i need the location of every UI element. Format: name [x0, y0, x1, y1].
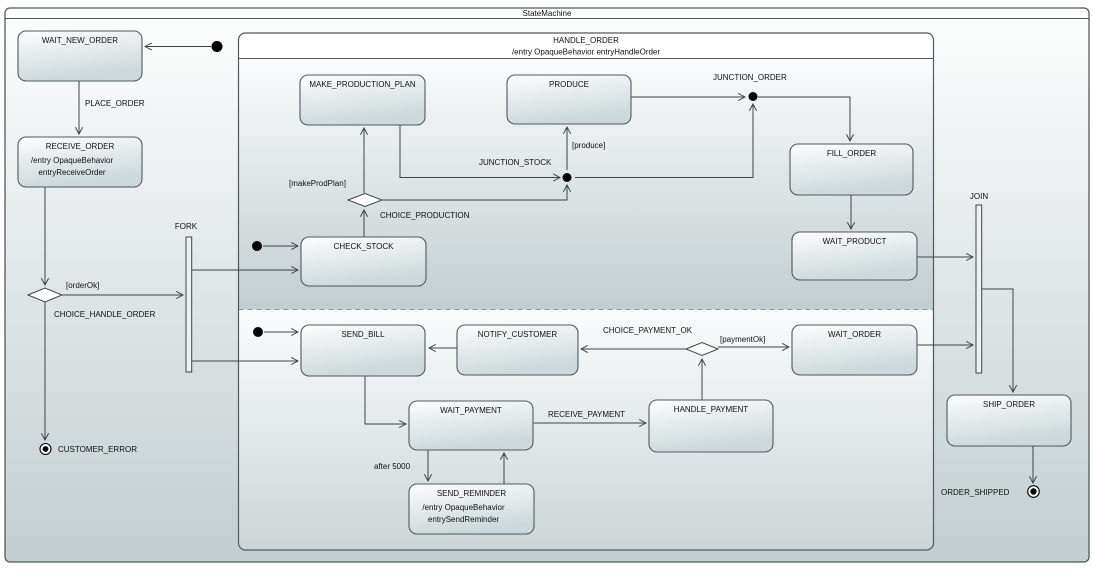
state-receive-order-entry-line: entryReceiveOrder	[38, 168, 105, 177]
state-make-production-plan[interactable]: MAKE_PRODUCTION_PLAN	[299, 74, 426, 126]
order-shipped-final-dot	[1030, 488, 1037, 495]
choice-handle-order-label: CHOICE_HANDLE_ORDER	[54, 310, 156, 319]
state-handle-payment[interactable]: HANDLE_PAYMENT	[648, 399, 774, 453]
nodes-layer: WAIT_NEW_ORDER RECEIVE_ORDER/entry Opaque…	[17, 30, 1072, 535]
state-fill-order-body[interactable]	[789, 143, 914, 196]
customer-error-final-dot	[42, 446, 49, 452]
choice-production-choice-icon[interactable]	[346, 192, 384, 208]
fork-bar-label: FORK	[175, 222, 198, 231]
composite-title: HANDLE_ORDER	[553, 36, 619, 45]
composite-border	[237, 32, 935, 551]
state-send-reminder-title: SEND_REMINDER	[437, 489, 507, 498]
state-wait-payment-body[interactable]	[408, 400, 534, 451]
t-plan-to-junction-stock	[399, 125, 560, 178]
labels-layer: PLACE_ORDER [orderOk] [makeProdPlan] [produ…	[54, 73, 1010, 497]
state-wait-order-body[interactable]	[791, 324, 918, 376]
state-handle-payment-body[interactable]	[648, 399, 774, 453]
transitions-layer	[45, 47, 1033, 484]
state-send-reminder-body[interactable]	[408, 483, 535, 535]
state-check-stock[interactable]: CHECK_STOCK	[300, 236, 427, 287]
state-receive-order-title: RECEIVE_ORDER	[46, 142, 115, 151]
state-send-reminder-entry-line: /entry OpaqueBehavior	[422, 503, 505, 512]
fork-bar[interactable]	[185, 236, 193, 373]
t-send-bill-to-wait-payment	[364, 376, 406, 424]
state-send-bill-title: SEND_BILL	[341, 330, 385, 339]
state-send-bill[interactable]: SEND_BILL	[300, 324, 426, 377]
state-check-stock-body[interactable]	[300, 236, 427, 287]
state-check-stock-title: CHECK_STOCK	[334, 242, 395, 251]
junction-stock-junction-icon[interactable]	[562, 173, 572, 182]
choice-payment-ok-choice-icon[interactable]	[684, 341, 720, 357]
state-notify-customer[interactable]: NOTIFY_CUSTOMER	[456, 324, 579, 376]
state-produce-title: PRODUCE	[549, 80, 589, 89]
t-payment-ok-label: [paymentOk]	[720, 335, 765, 344]
state-make-production-plan-body[interactable]	[299, 74, 426, 126]
order-shipped-label: ORDER_SHIPPED	[941, 488, 1010, 497]
state-wait-order-title: WAIT_ORDER	[828, 330, 881, 339]
order-shipped-final-state[interactable]	[1027, 485, 1040, 498]
composite-entry-behavior: /entry OpaqueBehavior entryHandleOrder	[512, 48, 660, 57]
initial-top-initial-icon[interactable]	[211, 41, 223, 52]
state-send-reminder-entry-line: entrySendReminder	[428, 515, 499, 524]
state-wait-new-order-title: WAIT_NEW_ORDER	[42, 36, 118, 45]
state-wait-payment-title: WAIT_PAYMENT	[440, 406, 502, 415]
choice-production-label: CHOICE_PRODUCTION	[380, 211, 470, 220]
junction-order-junction-icon[interactable]	[748, 92, 758, 101]
state-handle-payment-title: HANDLE_PAYMENT	[674, 405, 749, 414]
customer-error-final-state[interactable]	[39, 442, 52, 456]
t-order-ok-label: [orderOk]	[66, 281, 99, 290]
state-wait-payment[interactable]: WAIT_PAYMENT	[408, 400, 534, 451]
choice-payment-ok-label: CHOICE_PAYMENT_OK	[603, 326, 693, 335]
frame-border	[4, 7, 1090, 563]
composite-title-band	[238, 33, 934, 59]
state-ship-order-title: SHIP_ORDER	[983, 400, 1035, 409]
state-receive-order-body[interactable]	[17, 136, 143, 188]
t-make-prod-plan-label: [makeProdPlan]	[289, 179, 346, 188]
state-wait-product[interactable]: WAIT_PRODUCT	[791, 231, 918, 281]
t-junction-order-to-fill-order	[758, 96, 850, 141]
state-notify-customer-body[interactable]	[456, 324, 579, 376]
t-produce-guard-label: [produce]	[572, 141, 605, 150]
frame-title-band	[5, 8, 1089, 19]
state-send-reminder[interactable]: SEND_REMINDER/entry OpaqueBehavior entryS…	[408, 483, 535, 535]
state-wait-new-order[interactable]: WAIT_NEW_ORDER	[17, 30, 143, 82]
t-choice-to-junction-stock	[382, 185, 567, 201]
state-ship-order[interactable]: SHIP_ORDER	[946, 394, 1072, 447]
join-bar[interactable]	[975, 204, 983, 374]
state-ship-order-body[interactable]	[946, 394, 1072, 447]
t-junction-stock-to-junction-order	[575, 104, 753, 178]
state-produce-body[interactable]	[506, 74, 632, 125]
join-bar-label: JOIN	[970, 192, 988, 201]
state-send-bill-body[interactable]	[300, 324, 426, 377]
t-after-5000-label: after 5000	[374, 462, 411, 471]
state-notify-customer-title: NOTIFY_CUSTOMER	[478, 330, 558, 339]
diagram-title: StateMachine	[523, 9, 572, 18]
t-join-to-ship-order	[982, 288, 1013, 392]
state-make-production-plan-title: MAKE_PRODUCTION_PLAN	[309, 80, 415, 89]
state-receive-order[interactable]: RECEIVE_ORDER/entry OpaqueBehavior entryR…	[17, 136, 143, 188]
state-wait-new-order-body[interactable]	[17, 30, 143, 82]
junction-order-label: JUNCTION_ORDER	[713, 73, 787, 82]
initial-lower-region-initial-icon[interactable]	[253, 327, 263, 337]
state-fill-order-title: FILL_ORDER	[827, 149, 877, 158]
t-receive-payment-label: RECEIVE_PAYMENT	[548, 410, 625, 419]
state-wait-order[interactable]: WAIT_ORDER	[791, 324, 918, 376]
state-produce[interactable]: PRODUCE	[506, 74, 632, 125]
customer-error-label: CUSTOMER_ERROR	[58, 445, 137, 454]
t-place-order-label: PLACE_ORDER	[85, 99, 145, 108]
junction-stock-label: JUNCTION_STOCK	[479, 158, 552, 167]
choice-handle-order-choice-icon[interactable]	[26, 287, 64, 303]
state-wait-product-title: WAIT_PRODUCT	[823, 237, 887, 246]
state-fill-order[interactable]: FILL_ORDER	[789, 143, 914, 196]
state-wait-product-body[interactable]	[791, 231, 918, 281]
state-receive-order-entry-line: /entry OpaqueBehavior	[31, 156, 114, 165]
initial-upper-region-initial-icon[interactable]	[252, 241, 262, 251]
